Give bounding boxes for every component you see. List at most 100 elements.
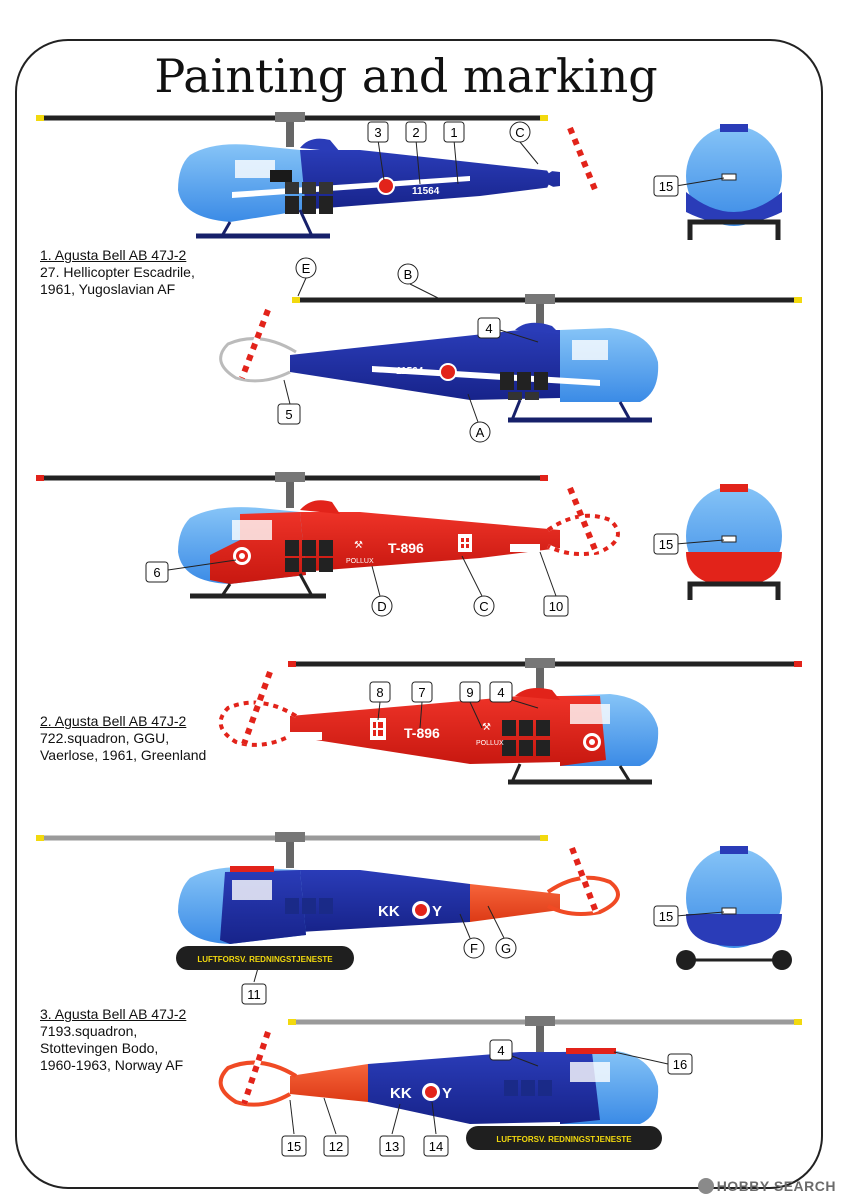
svg-text:F: F — [470, 941, 478, 956]
scheme-3-name: 3. Agusta Bell AB 47J-2 — [40, 1006, 187, 1022]
engine-detail — [270, 170, 333, 214]
svg-text:15: 15 — [287, 1139, 301, 1154]
engine-detail — [500, 372, 548, 400]
svg-text:15: 15 — [659, 537, 673, 552]
front-view-yugo — [686, 124, 782, 240]
engine-detail — [504, 1080, 552, 1096]
aircraft-name: POLLUX — [476, 740, 504, 747]
scheme-1-name: 1. Agusta Bell AB 47J-2 — [40, 247, 187, 263]
svg-text:A: A — [476, 425, 485, 440]
svg-text:5: 5 — [285, 407, 292, 422]
engine-detail — [285, 540, 333, 572]
svg-text:13: 13 — [385, 1139, 399, 1154]
tail-rotor-guard — [218, 1060, 298, 1107]
tail-boom — [368, 1052, 560, 1124]
heli-yugo-left-view: 11564 — [36, 112, 620, 239]
squadron-code-end: Y — [442, 1085, 452, 1102]
unit-badge: ⚒ — [482, 722, 491, 733]
unit-badge: ⚒ — [354, 540, 363, 551]
watermark-logo-icon — [697, 1178, 714, 1194]
squadron-code: KK — [390, 1085, 412, 1102]
heli-nor-left-view: KK Y LUFTFORSV. REDNINGSTJENESTE — [36, 832, 620, 970]
callout-13: 13 — [379, 1103, 405, 1157]
caption-scheme-3: 3. Agusta Bell AB 47J-2 7193.squadron, S… — [40, 1006, 186, 1074]
callout-16: 16 — [613, 1051, 693, 1075]
callout-C2: C — [461, 555, 495, 617]
svg-text:15: 15 — [659, 179, 673, 194]
svg-text:C: C — [515, 125, 524, 140]
caption-scheme-2: 2. Agusta Bell AB 47J-2 722.squadron, GG… — [40, 713, 206, 764]
scheme-3-line-2: Stottevingen Bodo, — [40, 1040, 159, 1056]
svg-text:1: 1 — [450, 125, 457, 140]
serial-number: T-896 — [388, 540, 424, 556]
callout-10: 10 — [539, 551, 569, 617]
rotor-hub — [275, 832, 305, 842]
callout-14: 14 — [423, 1101, 449, 1157]
float — [466, 1126, 662, 1150]
svg-text:14: 14 — [429, 1139, 443, 1154]
rotor-hub — [525, 658, 555, 668]
svg-text:E: E — [302, 261, 311, 276]
engine-detail — [502, 720, 550, 756]
callout-7: 7 — [411, 681, 433, 729]
callout-8: 8 — [369, 681, 391, 721]
svg-text:8: 8 — [376, 685, 383, 700]
aircraft-name: POLLUX — [346, 558, 374, 565]
rotor-hub — [275, 472, 305, 482]
callout-5: 5 — [277, 379, 301, 425]
float-inscription: LUFTFORSV. REDNINGSTJENESTE — [197, 955, 333, 964]
svg-text:4: 4 — [485, 321, 492, 336]
tail-boom — [290, 330, 560, 400]
tail-rotor — [567, 126, 599, 194]
page-title: Painting and marking — [154, 49, 657, 103]
tail-rotor-guard — [218, 700, 298, 747]
tail-rotor-guard — [546, 875, 620, 916]
callout-4c: 4 — [489, 1039, 539, 1067]
scheme-2-name: 2. Agusta Bell AB 47J-2 — [40, 713, 187, 729]
scheme-1-line-2: 1961, Yugoslavian AF — [40, 281, 176, 297]
serial-number: 11564 — [412, 186, 440, 197]
svg-text:2: 2 — [412, 125, 419, 140]
callout-9: 9 — [459, 681, 483, 729]
caption-scheme-1: 1. Agusta Bell AB 47J-2 27. Hellicopter … — [40, 247, 195, 298]
svg-text:16: 16 — [673, 1057, 687, 1072]
rotor-hub — [525, 1016, 555, 1026]
tail-boom — [300, 870, 470, 932]
heli-yugo-right-view: 11564 — [219, 294, 802, 423]
tail-boom — [300, 512, 560, 572]
callout-G: G — [487, 905, 517, 959]
svg-text:B: B — [404, 267, 413, 282]
tail-boom-orange — [470, 884, 560, 922]
svg-text:11: 11 — [247, 987, 261, 1002]
heli-dk-right-view: ⚒ POLLUX T-896 — [218, 658, 802, 785]
svg-text:10: 10 — [549, 599, 563, 614]
tail-rotor-guard — [219, 337, 297, 383]
svg-text:3: 3 — [374, 125, 381, 140]
tail-rotor — [567, 486, 599, 554]
cabin-canopy — [560, 328, 659, 402]
front-view-nor — [676, 846, 792, 970]
callout-4a: 4 — [477, 317, 539, 343]
heli-nor-right-view: KK Y LUFTFORSV. REDNINGSTJENESTE — [218, 1016, 802, 1150]
svg-text:9: 9 — [466, 685, 473, 700]
callout-B: B — [397, 263, 439, 299]
scheme-2-line-1: 722.squadron, GGU, — [40, 730, 170, 746]
float — [176, 946, 354, 970]
float-inscription: LUFTFORSV. REDNINGSTJENESTE — [496, 1135, 632, 1144]
svg-text:D: D — [377, 599, 386, 614]
tail-boom-orange — [290, 1064, 368, 1102]
svg-text:4: 4 — [497, 1043, 504, 1058]
rotor-hub — [525, 294, 555, 304]
heli-dk-left-view: ⚒ POLLUX T-896 — [36, 472, 620, 599]
front-view-dk — [686, 484, 782, 600]
svg-text:G: G — [501, 941, 511, 956]
watermark: HOBBY SEARCH — [697, 1178, 836, 1194]
callout-15b: 15 — [653, 533, 725, 555]
serial-number: T-896 — [404, 725, 440, 741]
svg-text:4: 4 — [497, 685, 504, 700]
callout-C: C — [509, 121, 539, 165]
scheme-2-line-2: Vaerlose, 1961, Greenland — [40, 747, 207, 763]
svg-text:15: 15 — [659, 909, 673, 924]
callout-6: 6 — [145, 559, 237, 583]
